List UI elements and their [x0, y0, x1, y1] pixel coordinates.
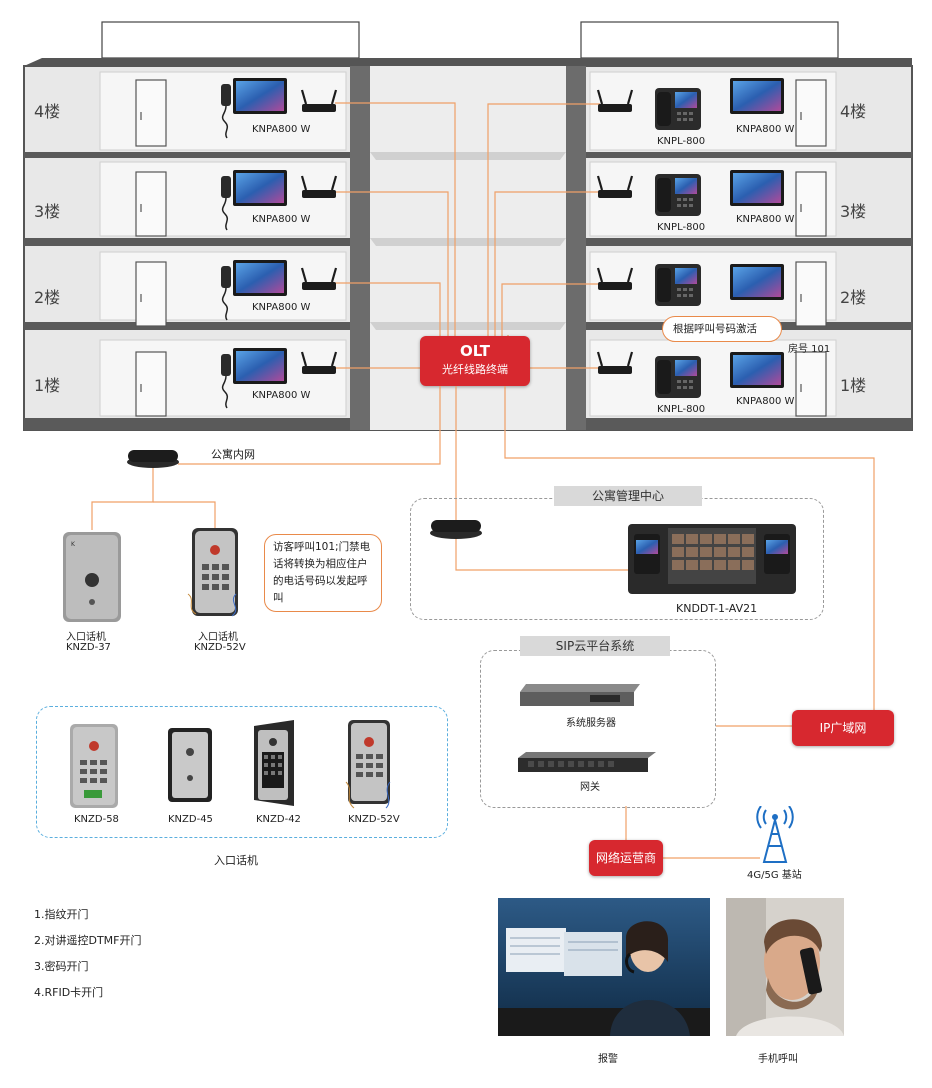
model-label-45: KNZD-45 — [168, 814, 213, 825]
entrance-knzd37-icon: K — [63, 532, 121, 622]
server-icon — [520, 684, 640, 706]
mobile-label: 手机呼叫 — [758, 1054, 798, 1065]
entrance-knzd52v-icon — [187, 528, 238, 617]
model-label-42: KNZD-42 — [256, 814, 301, 825]
knzd45-icon — [168, 728, 212, 802]
ip-wan-box: IP广域网 — [792, 710, 894, 746]
monitor-label-2l: KNPA800 W — [252, 302, 311, 313]
floor-label-4-right: 4楼 — [840, 102, 867, 121]
floor-label-1-left: 1楼 — [34, 376, 61, 395]
monitor-label-3r: KNPA800 W — [736, 214, 795, 225]
entrance-52-line2: KNZD-52V — [194, 642, 246, 653]
sip-cloud-title: SIP云平台系统 — [520, 636, 670, 656]
olt-title: OLT — [459, 342, 491, 360]
knzd58-icon — [70, 724, 118, 808]
mobile-call-photo — [726, 898, 844, 1036]
alarm-center-photo — [498, 898, 710, 1036]
model-label-58: KNZD-58 — [74, 814, 119, 825]
server-label: 系统服务器 — [566, 718, 616, 729]
floor-label-2-left: 2楼 — [34, 288, 61, 307]
unlock-method-2: 2.对讲遥控DTMF开门 — [34, 934, 142, 947]
entrance-52-line1: 入口话机 — [198, 632, 238, 643]
ipphone-label-4: KNPL-800 — [657, 136, 706, 147]
activate-callout: 根据呼叫号码激活 — [662, 316, 782, 342]
monitor-label-1l: KNPA800 W — [252, 390, 311, 401]
floor-label-3-right: 3楼 — [840, 202, 867, 221]
svg-text:K: K — [71, 541, 76, 548]
unlock-method-3: 3.密码开门 — [34, 960, 89, 973]
monitor-label-4r: KNPA800 W — [736, 124, 795, 135]
management-console-icon — [628, 524, 796, 594]
floor-label-4-left: 4楼 — [34, 102, 61, 121]
olt-subtitle: 光纤线路终端 — [442, 363, 508, 376]
knzd42-icon — [254, 720, 294, 806]
unlock-method-4: 4.RFID卡开门 — [34, 986, 104, 999]
entrance-models-panel — [36, 706, 448, 838]
management-center-title: 公寓管理中心 — [554, 486, 702, 506]
unlock-method-1: 1.指纹开门 — [34, 908, 89, 921]
base-station-label: 4G/5G 基站 — [747, 870, 802, 881]
alarm-label: 报警 — [598, 1054, 618, 1065]
monitor-label-1r: KNPA800 W — [736, 396, 795, 407]
gateway-label: 网关 — [580, 782, 600, 793]
ipphone-label-3: KNPL-800 — [657, 222, 706, 233]
floor-label-2-right: 2楼 — [840, 288, 867, 307]
visitor-callout: 访客呼叫101;门禁电话将转换为相应住户的电话号码以发起呼叫 — [264, 534, 382, 612]
ipphone-label-1: KNPL-800 — [657, 404, 706, 415]
entrance-37-line2: KNZD-37 — [66, 642, 111, 653]
room-label: 房号 101 — [788, 344, 831, 355]
management-device-label: KNDDT-1-AV21 — [676, 602, 758, 615]
gateway-icon — [518, 752, 656, 772]
entrance-group-label: 入口话机 — [214, 854, 258, 867]
apartment-intranet-label: 公寓内网 — [211, 448, 255, 461]
floor-label-3-left: 3楼 — [34, 202, 61, 221]
monitor-label-3l: KNPA800 W — [252, 214, 311, 225]
operator-box: 网络运营商 — [589, 840, 663, 876]
entrance-37-line1: 入口话机 — [66, 632, 106, 643]
monitor-label-4l: KNPA800 W — [252, 124, 311, 135]
knzd52v-icon-small — [345, 720, 391, 809]
model-label-52v: KNZD-52V — [348, 814, 400, 825]
floor-label-1-right: 1楼 — [840, 376, 867, 395]
olt-box: OLT 光纤线路终端 — [420, 336, 530, 386]
base-station-icon — [756, 806, 794, 863]
